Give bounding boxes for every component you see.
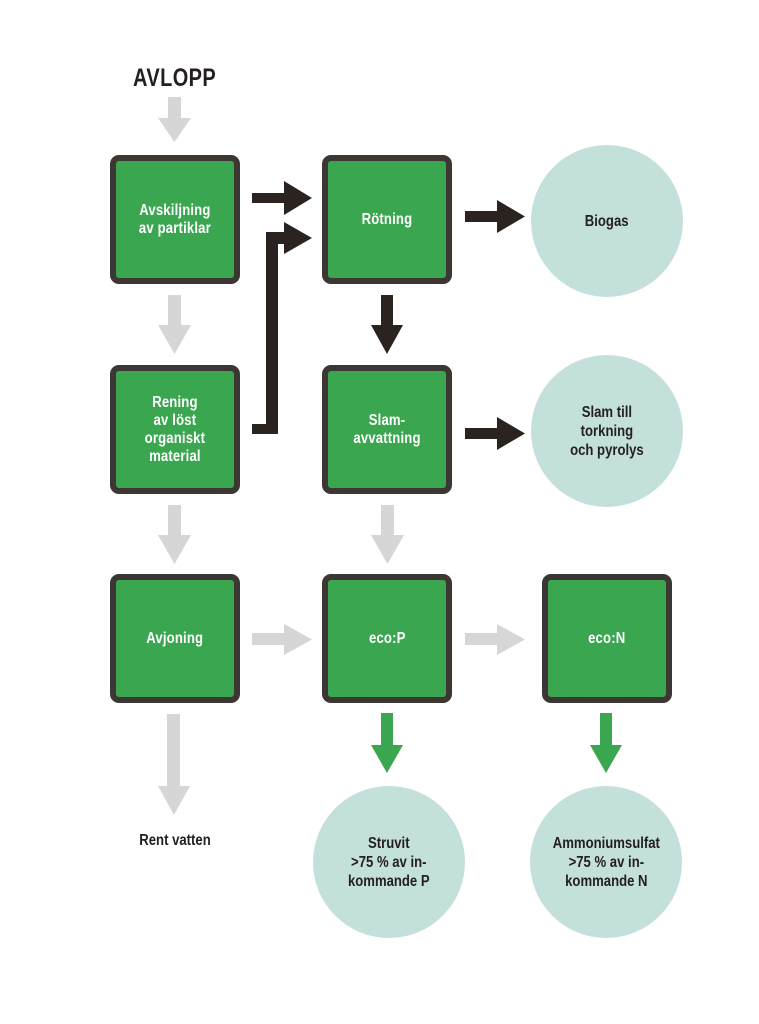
process-box-label: Avskiljning av partiklar [138, 201, 211, 237]
output-circle-struvit: Struvit >75 % av in- kommande P [313, 786, 465, 938]
process-box-rotning: Rötning [322, 155, 452, 284]
arrow-avskiljning-to-rotning [252, 181, 312, 215]
output-circle-slam: Slam till torkning och pyrolys [531, 355, 683, 507]
output-circle-biogas: Biogas [531, 145, 683, 297]
process-box-avjoning: Avjoning [110, 574, 240, 703]
output-label: Struvit >75 % av in- kommande P [348, 834, 430, 890]
arrow-ecop-to-econ [465, 624, 525, 655]
process-box-econ: eco:N [542, 574, 672, 703]
process-box-rening: Rening av löst organiskt material [110, 365, 240, 494]
process-box-label: Rening av löst organiskt material [144, 393, 206, 465]
process-box-ecop: eco:P [322, 574, 452, 703]
arrow-avlopp-to-avskiljning [158, 97, 191, 142]
arrow-avjoning-to-ecop [252, 624, 312, 655]
arrow-econ-to-ammoniumsulfat [590, 713, 622, 773]
output-label: Ammoniumsulfat >75 % av in- kommande N [552, 834, 660, 890]
arrow-slamavvattning-to-slam [465, 417, 525, 450]
rent-vatten-label: Rent vatten [139, 832, 211, 849]
arrow-rening-to-avjoning [158, 505, 191, 564]
arrow-slamavvattning-to-ecop [371, 505, 404, 564]
arrow-avskiljning-to-rening [158, 295, 191, 354]
arrow-rotning-to-biogas [465, 200, 525, 233]
arrow-rotning-to-slamavvattning [371, 295, 403, 354]
process-box-avskiljning: Avskiljning av partiklar [110, 155, 240, 284]
arrow-avjoning-to-rent-vatten [158, 714, 190, 815]
process-box-slamavvattning: Slam- avvattning [322, 365, 452, 494]
process-box-label: eco:P [368, 629, 406, 647]
output-circle-ammoniumsulfat: Ammoniumsulfat >75 % av in- kommande N [530, 786, 682, 938]
diagram-title: AVLOPP [133, 64, 217, 92]
process-box-label: eco:N [588, 629, 626, 647]
process-box-label: Avjoning [146, 629, 204, 647]
process-box-label: Slam- avvattning [353, 411, 421, 447]
output-label: Biogas [585, 212, 629, 230]
output-label: Slam till torkning och pyrolys [570, 403, 644, 459]
arrow-ecop-to-struvit [371, 713, 403, 773]
arrow-rening-to-rotning [252, 222, 312, 434]
process-box-label: Rötning [361, 210, 413, 228]
